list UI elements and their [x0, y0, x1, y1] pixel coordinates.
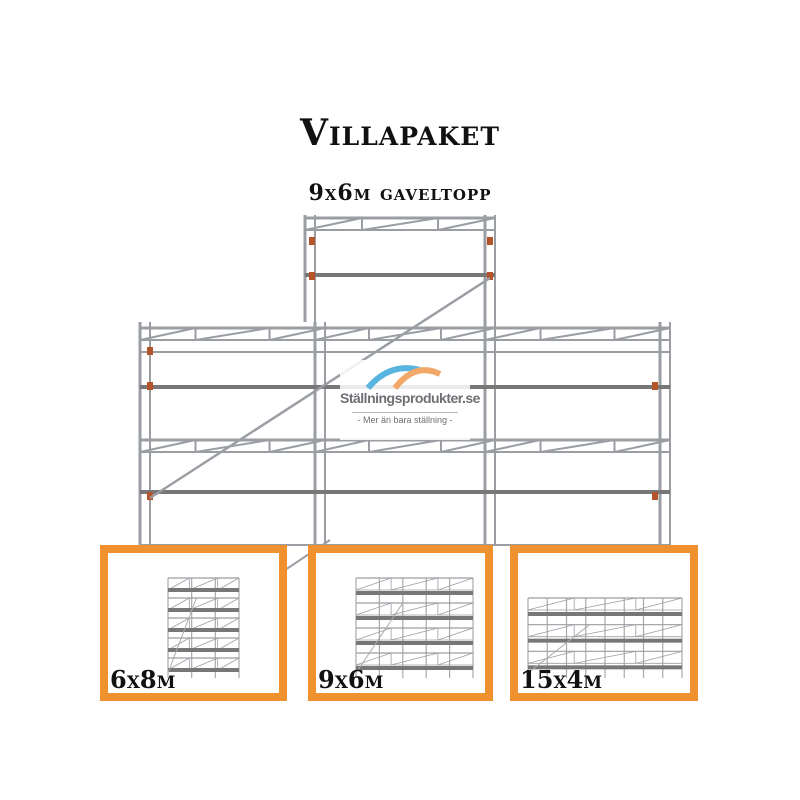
deck-plank [140, 385, 325, 389]
truss-brace [437, 627, 474, 641]
deck-plank [168, 668, 239, 672]
truss-brace [484, 439, 541, 453]
deck-plank [485, 490, 670, 494]
truss-brace [437, 577, 474, 591]
truss-brace [540, 327, 615, 341]
truss-brace [527, 624, 575, 638]
truss-brace [304, 217, 363, 231]
truss-brace [355, 627, 392, 641]
deck-plank [528, 638, 682, 643]
deck-plank [140, 490, 325, 494]
truss-brace [614, 439, 671, 453]
mini-brace [527, 624, 590, 674]
truss-brace [139, 327, 196, 341]
coupler [147, 347, 153, 355]
coupler [652, 492, 658, 500]
truss-brace [437, 602, 474, 616]
coupler [309, 237, 315, 245]
deck-plank [485, 385, 670, 389]
package-label: 9x6m [318, 665, 384, 694]
deck-plank [356, 666, 473, 670]
logo-name: Ställningsprodukter.se [340, 390, 480, 406]
deck-plank [356, 641, 473, 645]
deck-plank [356, 616, 473, 620]
logo-tagline: - Mer än bara ställning - [352, 412, 458, 425]
package-thumbnail [355, 577, 474, 678]
coupler [147, 382, 153, 390]
truss-brace [574, 597, 636, 611]
mini-brace [167, 597, 197, 674]
truss-brace [361, 217, 439, 231]
package-option-15x4[interactable]: 15x4m [510, 545, 698, 701]
truss-brace [527, 650, 575, 664]
truss-brace [314, 439, 370, 453]
truss-brace [437, 652, 474, 666]
truss-brace [635, 597, 683, 611]
truss-brace [391, 602, 438, 616]
truss-brace [195, 327, 270, 341]
truss-brace [269, 439, 326, 453]
truss-brace [437, 217, 496, 231]
truss-brace [440, 327, 496, 341]
deck-plank [356, 591, 473, 595]
truss-brace [139, 439, 196, 453]
coupler [147, 492, 153, 500]
truss-brace [355, 577, 392, 591]
deck-plank [168, 608, 239, 612]
truss-brace [540, 439, 615, 453]
mini-brace [355, 602, 404, 674]
package-thumbnail [167, 577, 240, 678]
deck-plank [305, 273, 495, 277]
product-subtitle: 9x6m gaveltopp [308, 180, 492, 206]
truss-brace [391, 577, 438, 591]
diagonal-brace [149, 276, 491, 500]
deck-plank [168, 648, 239, 652]
truss-brace [355, 652, 392, 666]
truss-brace [614, 327, 671, 341]
truss-brace [368, 439, 442, 453]
truss-brace [440, 439, 496, 453]
truss-brace [574, 650, 636, 664]
coupler [487, 237, 493, 245]
deck-plank [315, 490, 495, 494]
package-option-9x6[interactable]: 9x6m [308, 545, 493, 701]
truss-brace [355, 602, 392, 616]
deck-plank [168, 628, 239, 632]
truss-brace [391, 627, 438, 641]
truss-brace [269, 327, 326, 341]
deck-plank [528, 665, 682, 670]
package-thumbnail [527, 597, 683, 678]
coupler [652, 382, 658, 390]
coupler [309, 272, 315, 280]
coupler [487, 272, 493, 280]
truss-brace [391, 652, 438, 666]
truss-brace [314, 327, 370, 341]
truss-brace [484, 327, 541, 341]
page-title: Villapaket [300, 112, 500, 154]
package-option-6x8[interactable]: 6x8m [100, 545, 287, 701]
truss-brace [635, 624, 683, 638]
deck-plank [168, 588, 239, 592]
deck-plank [528, 612, 682, 616]
truss-brace [527, 597, 575, 611]
brand-logo: Ställningsprodukter.se - Mer än bara stä… [340, 360, 480, 440]
truss-brace [574, 624, 636, 638]
package-label: 6x8m [110, 665, 176, 694]
logo-arcs-icon [365, 365, 442, 390]
truss-brace [635, 650, 683, 664]
package-label: 15x4m [520, 665, 603, 694]
